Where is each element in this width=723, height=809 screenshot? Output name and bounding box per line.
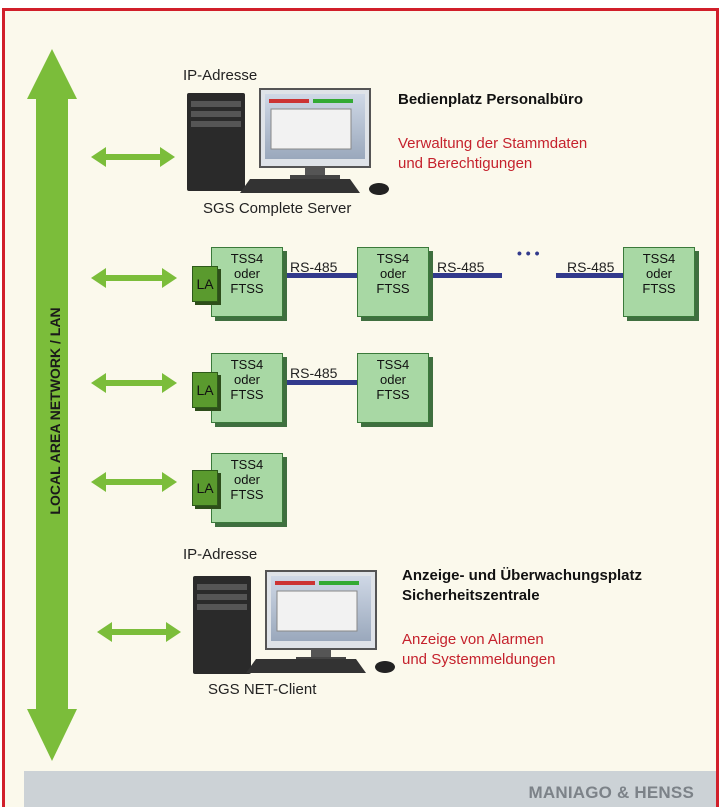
server-title: Bedienplatz Personalbüro <box>398 91 584 108</box>
ellipsis-icon: • • • <box>517 245 540 261</box>
server-ip-label: IP-Adresse <box>183 67 258 84</box>
bus-label: RS-485 <box>437 259 485 275</box>
bus-label: RS-485 <box>290 259 338 275</box>
client-name: SGS NET-Client <box>208 681 317 698</box>
la-module: LA <box>192 470 218 506</box>
bus-label: RS-485 <box>567 259 615 275</box>
footer-bar: MANIAGO & HENSS <box>24 771 716 807</box>
la-module: LA <box>192 372 218 408</box>
bus-label: RS-485 <box>290 365 338 381</box>
client-title-line1: Anzeige- und Überwachungsplatz <box>402 567 643 584</box>
server-name: SGS Complete Server <box>203 200 352 217</box>
bus-line-2 <box>427 273 502 278</box>
client-desc-line2: und Systemmeldungen <box>402 651 556 668</box>
diagram-frame: LOCAL AREA NETWORK / LAN IP-Adresse SGS … <box>2 8 719 807</box>
server-desc-line1: Verwaltung der Stammdaten <box>398 135 588 152</box>
rs485-lines <box>277 273 624 385</box>
client-desc-line1: Anzeige von Alarmen <box>402 631 544 648</box>
client-ip-label: IP-Adresse <box>183 546 258 563</box>
client-computer-icon <box>193 570 395 674</box>
la-module: LA <box>192 266 218 302</box>
server-desc-line2: und Berechtigungen <box>398 155 533 172</box>
brand-logo-text: MANIAGO & HENSS <box>528 783 694 802</box>
bus-line-4 <box>277 380 357 385</box>
connector-arrow-row2 <box>91 373 177 393</box>
lan-label: LOCAL AREA NETWORK / LAN <box>47 307 63 515</box>
connector-arrow-row1 <box>91 268 177 288</box>
bus-line-3 <box>556 273 624 278</box>
bus-line-1 <box>277 273 357 278</box>
server-computer-icon <box>187 88 389 195</box>
client-title-line2: Sicherheitszentrale <box>402 587 540 604</box>
connector-arrow-server <box>91 147 175 167</box>
connector-arrow-client <box>97 622 181 642</box>
lan-arrow <box>27 49 77 761</box>
connector-arrow-row3 <box>91 472 177 492</box>
connector-arrows <box>91 147 181 642</box>
diagram-graphics <box>27 49 624 761</box>
